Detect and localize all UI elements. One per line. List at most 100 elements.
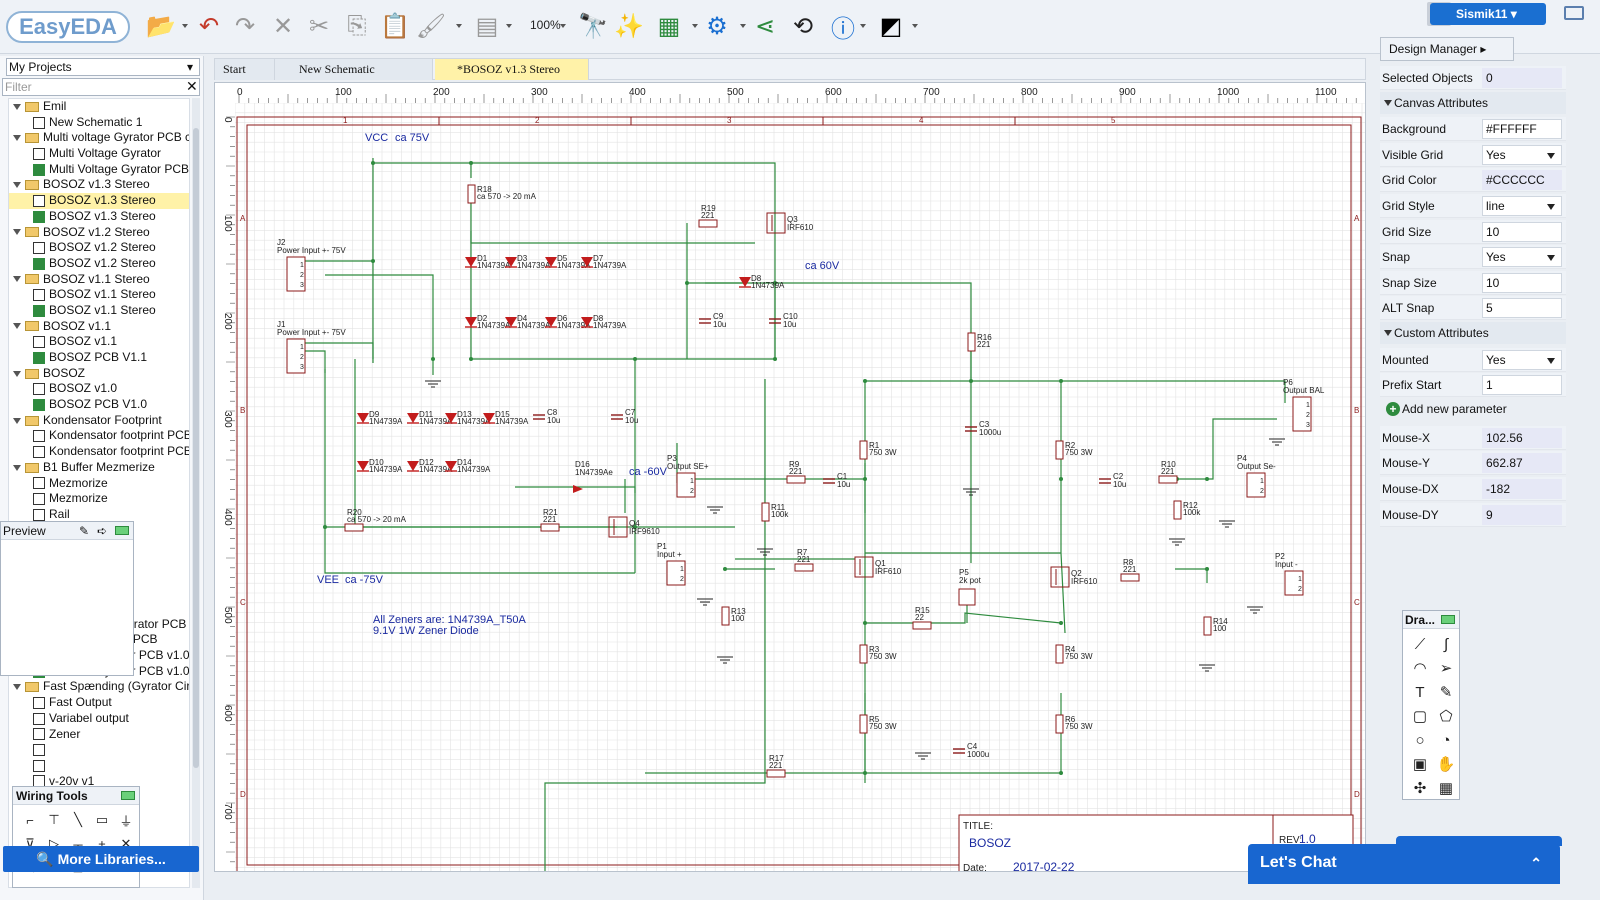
project-select[interactable]: My Projects▾ <box>6 58 200 76</box>
zoom-select[interactable]: 100% <box>530 18 561 32</box>
freehand-icon[interactable]: ✎ <box>1439 684 1453 701</box>
vcc-icon[interactable]: ┬ <box>73 836 83 852</box>
pie-icon[interactable]: ◔ <box>1441 731 1451 749</box>
voltage-probe-icon[interactable]: ± <box>98 836 106 852</box>
info-icon[interactable]: ⓘ <box>831 15 855 43</box>
format-painter-icon[interactable]: 🖌 <box>415 12 447 40</box>
net-port-icon[interactable]: ⊽ <box>25 836 35 851</box>
tree-folder[interactable]: BOSOZ <box>9 366 189 382</box>
bus-icon[interactable]: ⊤ <box>48 812 60 827</box>
tree-item[interactable]: Variabel output <box>9 711 189 727</box>
bus-entry-icon[interactable]: ╲ <box>74 812 82 827</box>
polygon-icon[interactable]: ⬠ <box>1439 708 1453 725</box>
canvas-grid-style-value[interactable]: line <box>1482 196 1562 216</box>
find-icon[interactable]: 🔭 <box>578 12 608 40</box>
tree-item[interactable]: New Schematic 1 <box>9 115 189 131</box>
netflag-icon[interactable]: ▷ <box>49 836 59 851</box>
chevron-down-icon[interactable] <box>13 135 21 142</box>
chevron-down-icon[interactable] <box>912 24 918 28</box>
tree-folder[interactable]: BOSOZ v1.3 Stereo <box>9 177 189 193</box>
tree-item[interactable]: BOSOZ v1.1 Stereo <box>9 303 189 319</box>
tree-folder[interactable]: BOSOZ v1.2 Stereo <box>9 225 189 241</box>
text-icon[interactable]: T <box>1415 683 1425 701</box>
tree-item[interactable]: BOSOZ v1.0 <box>9 381 189 397</box>
tree-item[interactable]: Rail <box>9 507 189 523</box>
tree-item[interactable]: Kondensator footprint PCB <box>9 428 189 444</box>
tab-new-schematic[interactable]: New Schematic <box>275 59 433 80</box>
cut-icon[interactable]: ✂ <box>308 12 330 40</box>
canvas-attributes-header[interactable]: Canvas Attributes <box>1380 91 1566 114</box>
canvas-visible-grid-value[interactable]: Yes <box>1482 144 1562 165</box>
tree-item[interactable]: Multi Voltage Gyrator PCB <box>9 162 189 178</box>
delete-icon[interactable]: ✕ <box>272 12 294 40</box>
canvas-snap-value[interactable]: Yes <box>1482 247 1562 268</box>
bezier-icon[interactable]: ∫ <box>1443 635 1449 653</box>
chevron-down-icon[interactable] <box>13 323 21 330</box>
custom-prefix-start-value[interactable]: 1 <box>1482 375 1562 396</box>
minimize-icon[interactable] <box>1441 615 1455 624</box>
tree-item[interactable]: BOSOZ v1.1 Stereo <box>9 287 189 303</box>
custom-mounted-value[interactable]: Yes <box>1482 349 1562 370</box>
chevron-down-icon[interactable] <box>560 24 566 28</box>
hand-icon[interactable]: ✋ <box>1436 756 1456 773</box>
tree-item[interactable]: BOSOZ v1.2 Stereo <box>9 256 189 272</box>
chevron-down-icon[interactable] <box>13 229 21 236</box>
chevron-down-icon[interactable] <box>182 24 188 28</box>
undo-icon[interactable]: ↶ <box>198 12 220 40</box>
design-manager-button[interactable]: Design Manager ▸ <box>1380 37 1514 61</box>
tree-item[interactable]: BOSOZ PCB V1.1 <box>9 350 189 366</box>
tab-bosoz-v13-stereo[interactable]: *BOSOZ v1.3 Stereo <box>435 59 589 80</box>
ellipse-icon[interactable]: ○ <box>1415 731 1425 749</box>
wire-icon[interactable]: ⌐ <box>26 812 34 828</box>
close-icon[interactable]: ✕ <box>186 78 198 94</box>
add-parameter-button[interactable]: +Add new parameter <box>1386 401 1507 416</box>
chevron-down-icon[interactable] <box>13 370 21 377</box>
convert-pcb-icon[interactable]: ▦ <box>657 12 681 40</box>
chevron-down-icon[interactable] <box>740 24 746 28</box>
custom-attributes-header[interactable]: Custom Attributes <box>1380 322 1566 344</box>
tab-start[interactable]: Start <box>215 59 275 80</box>
tree-item[interactable] <box>9 758 189 774</box>
canvas-background-value[interactable]: #FFFFFF <box>1482 119 1562 140</box>
tree-item[interactable]: BOSOZ v1.3 Stereo <box>9 209 189 225</box>
chevron-down-icon[interactable] <box>456 24 462 28</box>
chevron-down-icon[interactable] <box>860 24 866 28</box>
chevron-down-icon[interactable] <box>13 684 21 691</box>
no-connect-icon[interactable]: ✕ <box>120 836 132 851</box>
chevron-down-icon[interactable] <box>13 103 21 110</box>
tree-item[interactable]: BOSOZ v1.1 <box>9 334 189 350</box>
canvas-alt-snap-value[interactable]: 5 <box>1482 298 1562 319</box>
tree-item[interactable]: Mezmorize <box>9 491 189 507</box>
copy-icon[interactable]: ⎘ <box>347 12 367 39</box>
menu-icon[interactable] <box>1564 6 1584 20</box>
tree-item[interactable]: Kondensator footprint PCB <box>9 444 189 460</box>
ground-icon[interactable]: ⏚ <box>119 813 133 829</box>
tree-item[interactable]: Zener <box>9 727 189 743</box>
tree-item[interactable]: BOSOZ v1.3 Stereo <box>9 193 189 209</box>
paste-icon[interactable]: 📋 <box>380 12 410 40</box>
tree-scrollbar[interactable] <box>192 98 200 888</box>
minimize-icon[interactable] <box>115 526 129 535</box>
history-icon[interactable]: ⟲ <box>792 12 814 40</box>
more-libraries-button[interactable]: 🔍 More Libraries... <box>3 846 199 872</box>
tree-folder[interactable]: BOSOZ v1.1 Stereo <box>9 272 189 288</box>
rectangle-icon[interactable]: ▢ <box>1412 708 1428 725</box>
user-menu-button[interactable]: Sismik11 ▾ <box>1430 3 1546 25</box>
tree-folder[interactable]: BOSOZ v1.1 <box>9 319 189 335</box>
chevron-down-icon[interactable] <box>13 276 21 283</box>
canvas-snap-size-value[interactable]: 10 <box>1482 272 1562 293</box>
open-icon[interactable]: 📂 <box>146 12 176 40</box>
drag-icon[interactable]: ✣ <box>1413 780 1427 797</box>
canvas-grid-size-value[interactable]: 10 <box>1482 221 1562 242</box>
chevron-down-icon[interactable] <box>13 182 21 189</box>
tree-folder[interactable]: Multi voltage Gyrator PCB c <box>9 130 189 146</box>
tree-folder[interactable]: Fast Spænding (Gyrator Cir <box>9 679 189 695</box>
arrowhead-icon[interactable]: ➢ <box>1439 660 1453 677</box>
magic-icon[interactable]: ✨ <box>614 12 644 40</box>
lets-chat-button[interactable]: Let's Chat⌃ <box>1248 844 1560 884</box>
tree-item[interactable]: Multi Voltage Gyrator <box>9 146 189 162</box>
chevron-up-icon[interactable]: ⌃ <box>1530 855 1542 871</box>
image-icon[interactable]: ▣ <box>1412 756 1428 773</box>
open-icon[interactable]: ➪ <box>97 524 108 538</box>
